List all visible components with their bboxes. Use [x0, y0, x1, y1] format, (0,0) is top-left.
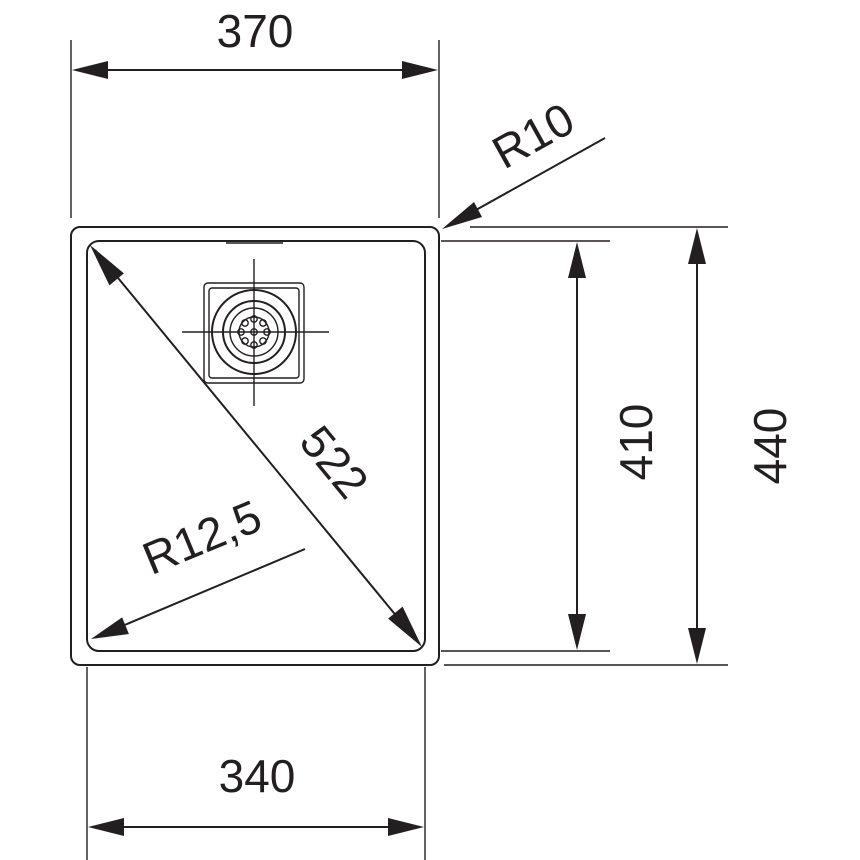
dimension-outer-width: 370 [70, 5, 440, 218]
dimension-label-outer-width: 370 [217, 5, 294, 57]
drain-hole [250, 328, 258, 336]
arrowhead-bottom [688, 628, 706, 664]
arrowhead-top-left [90, 245, 124, 286]
drain-hole [250, 341, 258, 349]
drain-hole [259, 337, 267, 345]
arrowhead-bottom-right [388, 606, 422, 647]
arrowhead-right [402, 61, 438, 79]
drain-hole [237, 328, 245, 336]
arrowhead-top [568, 242, 586, 278]
dimension-label-inner-radius: R12,5 [135, 490, 268, 585]
dimension-inner-radius: R12,5 [91, 490, 306, 639]
drain-strainer [238, 316, 270, 348]
drain-hole [241, 319, 249, 327]
dimension-label-inner-width: 340 [219, 750, 296, 802]
dimension-inner-height: 410 [441, 240, 662, 652]
dimension-line [94, 249, 418, 642]
drain-hole [263, 328, 271, 336]
sink-inner-bowl [86, 240, 426, 652]
drain [182, 259, 329, 406]
drain-ring-mid [222, 300, 286, 364]
arrowhead [442, 202, 482, 229]
arrowhead-bottom [568, 614, 586, 650]
sink-body [70, 226, 440, 666]
leader-line [107, 548, 306, 633]
leader-line [457, 137, 606, 221]
arrowhead [91, 617, 129, 639]
dimension-label-inner-height: 410 [610, 404, 662, 481]
dimension-outer-radius: R10 [442, 92, 606, 229]
drain-hole [259, 319, 267, 327]
drain-ring-inner [229, 307, 279, 357]
dimension-diagonal: 522 [90, 245, 422, 647]
dimension-label-diagonal: 522 [290, 416, 379, 508]
arrowhead-left [88, 818, 124, 836]
dimension-label-outer-height: 440 [744, 408, 796, 485]
drain-ring-outer [211, 289, 297, 375]
arrowhead-left [72, 61, 108, 79]
drain-hole [250, 315, 258, 323]
arrowhead-right [388, 818, 424, 836]
dimension-inner-width: 340 [86, 667, 426, 860]
drain-hole [241, 337, 249, 345]
sink-outer-rim [70, 226, 440, 666]
arrowhead-top [688, 228, 706, 264]
dimension-label-outer-radius: R10 [484, 92, 583, 178]
dimension-outer-height: 440 [444, 226, 796, 666]
